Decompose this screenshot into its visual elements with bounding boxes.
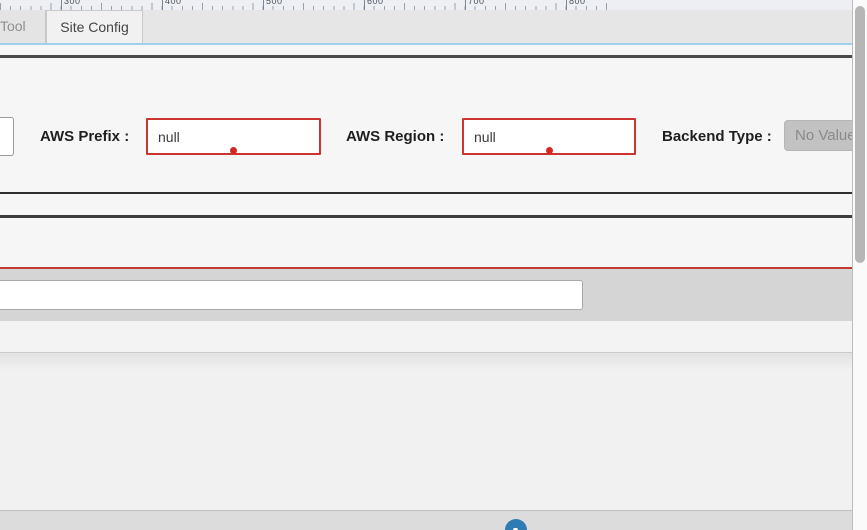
scrollbar-thumb[interactable] [855, 6, 865, 263]
wide-text-input[interactable] [0, 280, 583, 310]
backend-type-label: Backend Type : [662, 128, 772, 145]
ruler-label: 400 [162, 0, 182, 10]
vertical-scrollbar[interactable] [853, 0, 867, 530]
spacer-strip [0, 321, 852, 352]
cropped-left-input[interactable] [0, 117, 14, 156]
ruler-ticks [0, 0, 610, 10]
tab-bar: y Tool Site Config [0, 10, 852, 43]
content-right-border [852, 0, 853, 530]
footer-bar [0, 510, 852, 530]
ruler-label: 700 [465, 0, 485, 10]
tab-site-config[interactable]: Site Config [46, 10, 143, 43]
info-icon[interactable] [505, 519, 527, 530]
aws-prefix-label: AWS Prefix : [40, 128, 130, 145]
tab-underline [0, 43, 852, 45]
backend-type-value-button[interactable]: No Value [784, 120, 852, 151]
lower-panel [0, 352, 852, 510]
config-form-row: AWS Prefix : AWS Region : Backend Type :… [0, 58, 852, 192]
validation-dot [230, 147, 237, 154]
ruler-label: 800 [566, 0, 586, 10]
divider-dark-middle [0, 192, 852, 194]
aws-region-label: AWS Region : [346, 128, 445, 145]
tab-tool[interactable]: y Tool [0, 10, 46, 43]
divider-dark-lower [0, 215, 852, 218]
input-band [0, 269, 852, 321]
info-icon-glyph [513, 528, 518, 530]
divider-dark-top [0, 55, 852, 58]
ruler-label: 600 [364, 0, 384, 10]
ruler-label: 500 [263, 0, 283, 10]
horizontal-ruler: 300 400 500 600 700 800 [0, 0, 852, 10]
divider-red [0, 267, 852, 269]
validation-dot [546, 147, 553, 154]
ruler-label: 300 [61, 0, 81, 10]
